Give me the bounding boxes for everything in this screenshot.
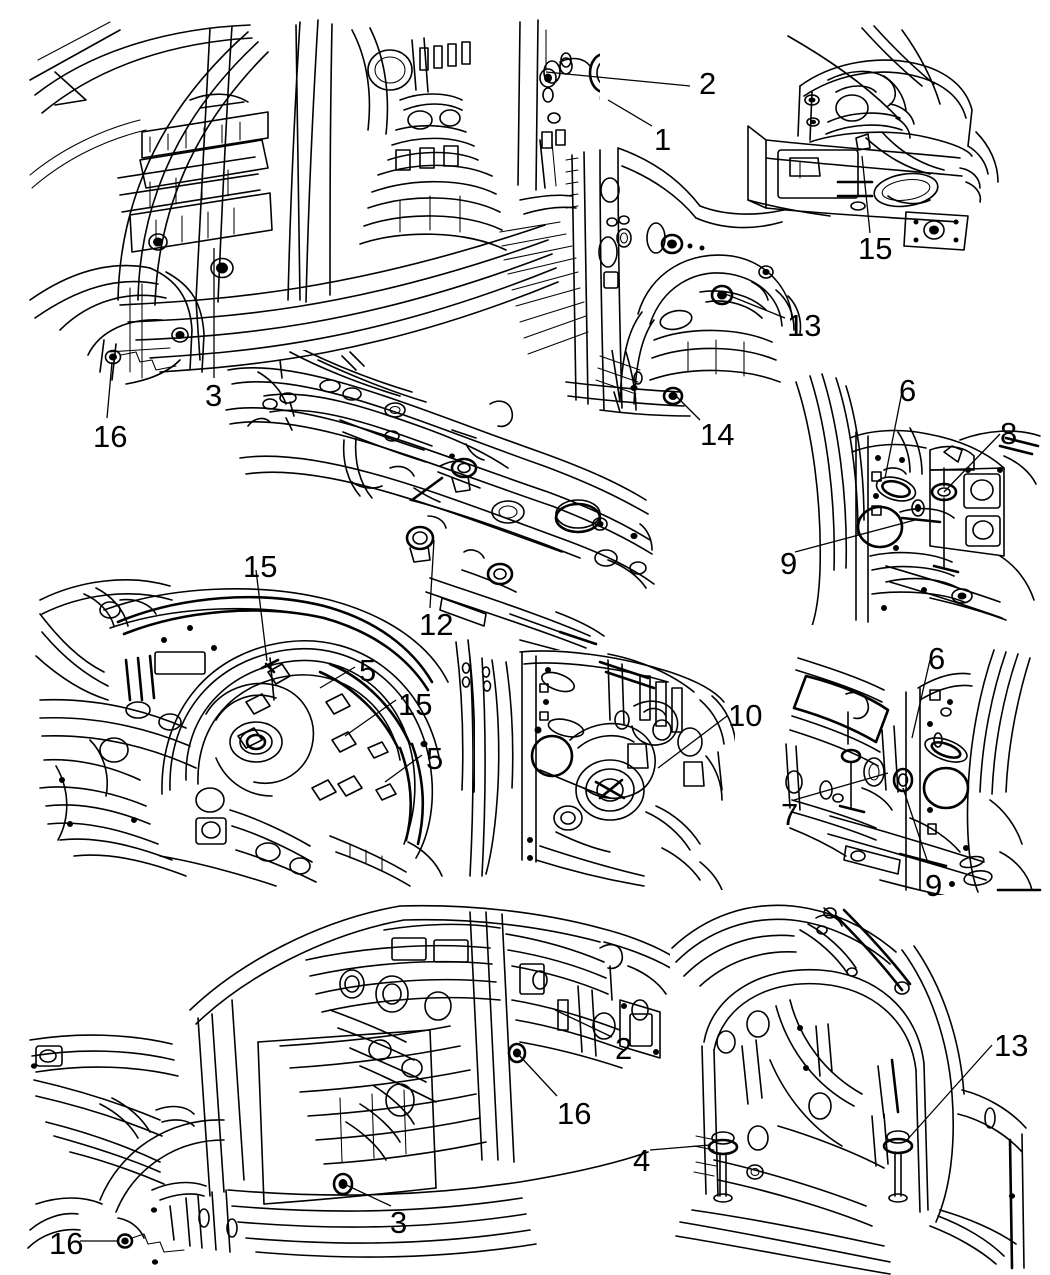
callout-15-left-a: 15 xyxy=(243,549,278,584)
callout-7-right-b: 7 xyxy=(781,797,799,832)
callout-2-bottom: 2 xyxy=(615,1031,633,1066)
callout-15-top-right: 15 xyxy=(858,231,893,266)
view-b-pillar-wheelhouse xyxy=(565,147,802,417)
callout-3-top-left: 3 xyxy=(205,378,223,413)
view-liftgate-opening xyxy=(671,904,1027,1275)
callout-3-bottom: 3 xyxy=(390,1205,408,1240)
callout-14-mid: 14 xyxy=(700,417,735,452)
callout-2-top: 2 xyxy=(699,66,717,101)
view-rear-wheelhouse xyxy=(35,579,475,887)
callout-9-right-b: 9 xyxy=(925,868,943,903)
leader-lines xyxy=(80,71,1001,1242)
callout-15-left-b: 15 xyxy=(398,687,433,722)
callout-16-bottom-a: 16 xyxy=(557,1096,592,1131)
callout-6-right-b: 6 xyxy=(928,641,946,676)
view-body-side-assembly xyxy=(27,904,670,1265)
view-rear-quarter-upper xyxy=(747,25,999,251)
view-quarter-inner-right-b xyxy=(785,649,1042,895)
callout-13-mid: 13 xyxy=(787,308,822,343)
callout-1-top: 1 xyxy=(654,122,672,157)
callout-5-left-b: 5 xyxy=(426,741,444,776)
callout-5-left-a: 5 xyxy=(359,653,377,688)
callout-12-center: 12 xyxy=(419,607,454,642)
callout-16-bottom-b: 16 xyxy=(49,1226,84,1261)
callout-4-bottom: 4 xyxy=(633,1143,651,1178)
callout-6-right-a: 6 xyxy=(899,373,917,408)
view-floor-pan-rail xyxy=(225,350,655,650)
callout-16-top-left: 16 xyxy=(93,419,128,454)
callout-8-right-a: 8 xyxy=(1000,416,1018,451)
callout-10-center: 10 xyxy=(728,698,763,733)
view-rear-closure-panel xyxy=(469,650,735,890)
view-front-door-opening xyxy=(29,19,600,385)
callout-13-bottom: 13 xyxy=(994,1028,1029,1063)
view-quarter-inner-right-a xyxy=(795,373,1041,625)
callout-9-right-a: 9 xyxy=(780,546,798,581)
